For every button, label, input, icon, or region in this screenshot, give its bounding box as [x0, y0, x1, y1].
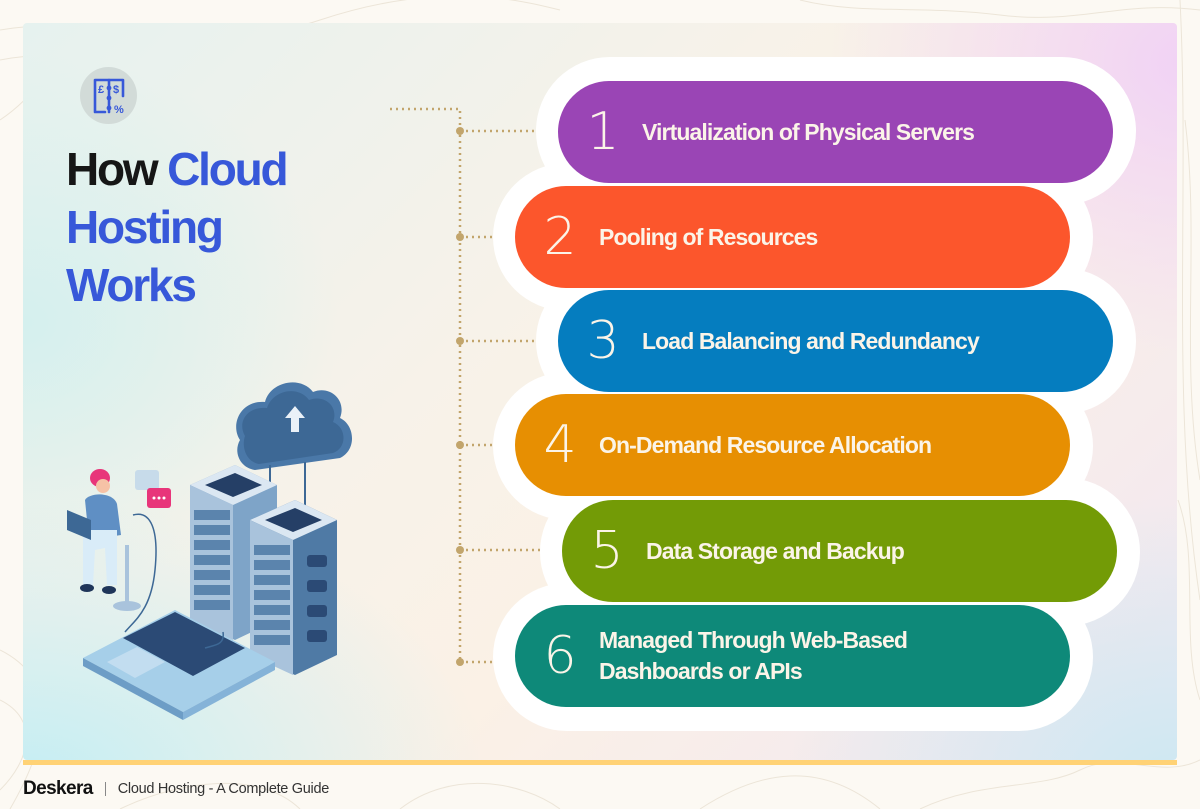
cloud-upload-icon: [236, 382, 353, 510]
svg-text:$: $: [113, 84, 119, 96]
chat-bubble-icon: [135, 470, 171, 508]
step-number: 2: [543, 207, 577, 267]
step-label: On-Demand Resource Allocation: [599, 431, 932, 458]
title-word-hosting: Hosting: [66, 201, 224, 253]
step-label: Virtualization of Physical Servers: [642, 118, 975, 145]
step-label-line2: Dashboards or APIs: [599, 658, 803, 684]
footer-divider: [104, 782, 106, 796]
footer-subtitle: Cloud Hosting - A Complete Guide: [117, 781, 330, 797]
step-5: 5 Data Storage and Backup: [562, 500, 1117, 602]
step-label: Data Storage and Backup: [646, 537, 905, 564]
step-number: 3: [586, 311, 620, 371]
step-label-line1: Managed Through Web-Based: [599, 627, 908, 653]
cloud-hosting-illustration: [67, 382, 353, 720]
logo-badge: £ $ %: [80, 67, 137, 124]
svg-text:£: £: [98, 84, 104, 96]
ledger-currency-icon: £ $ %: [93, 78, 124, 116]
title-word-cloud: Cloud: [167, 143, 289, 195]
step-3: 3 Load Balancing and Redundancy: [558, 290, 1113, 392]
server-rack-icon: [250, 500, 337, 675]
step-number: 4: [543, 415, 577, 475]
step-label: Pooling of Resources: [599, 223, 818, 250]
footer: Deskera Cloud Hosting - A Complete Guide: [23, 778, 329, 800]
step-2: 2 Pooling of Resources: [515, 186, 1070, 288]
step-label: Managed Through Web-Based Dashboards or …: [599, 625, 908, 687]
step-number: 5: [590, 521, 624, 581]
title-word-how: How: [66, 143, 159, 195]
step-number: 6: [543, 626, 577, 686]
step-number: 1: [586, 102, 620, 162]
step-4: 4 On-Demand Resource Allocation: [515, 394, 1070, 496]
person-laptop-icon: [67, 469, 141, 611]
svg-text:%: %: [114, 104, 124, 116]
step-1: 1 Virtualization of Physical Servers: [558, 81, 1113, 183]
brand-logo: Deskera: [23, 778, 93, 799]
step-6: 6 Managed Through Web-Based Dashboards o…: [515, 605, 1070, 707]
title-word-works: Works: [66, 259, 197, 311]
step-label: Load Balancing and Redundancy: [642, 327, 980, 354]
card-bottom-bar: [23, 760, 1177, 765]
laptop-icon: [83, 610, 275, 720]
page-title: How Cloud Hosting Works: [66, 140, 289, 314]
